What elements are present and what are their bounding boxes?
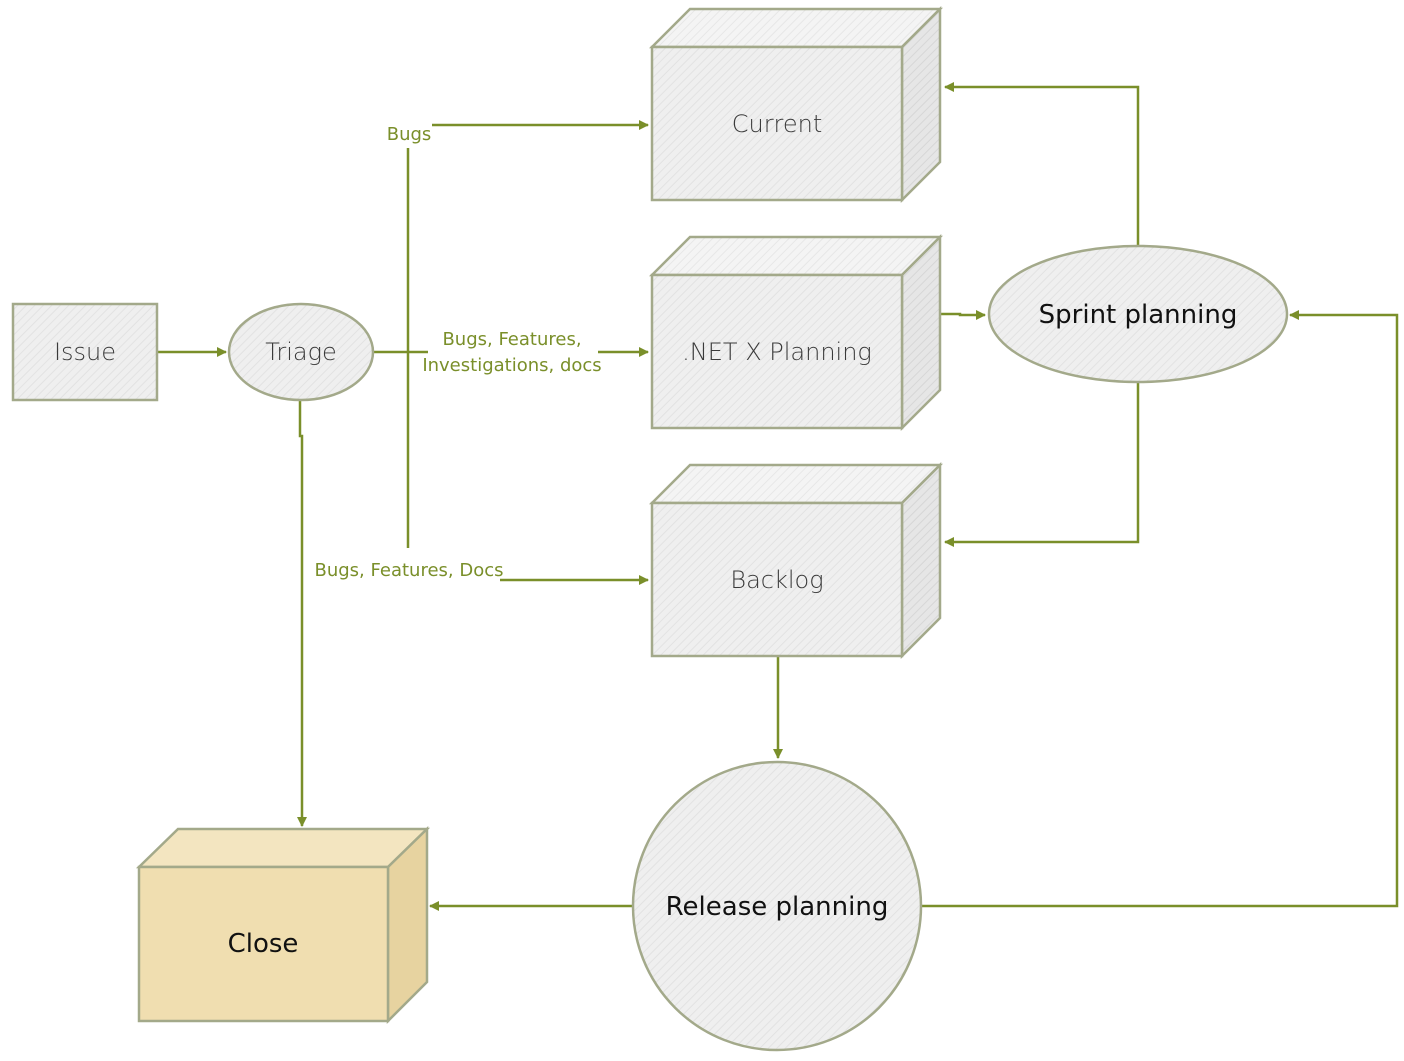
node-release-planning: Release planning: [631, 760, 923, 1052]
edge-sprint-current: [944, 82, 1140, 246]
node-net-planning: .NET X Planning: [648, 233, 944, 432]
edge-label-bugs-features-line2: Investigations, docs: [422, 355, 601, 376]
node-release-planning-label: Release planning: [666, 892, 889, 922]
edge-triage-close: [297, 401, 307, 827]
edge-sprint-backlog: [944, 383, 1140, 547]
node-issue-label: Issue: [54, 338, 116, 366]
edge-label-bugs-features-line1: Bugs, Features,: [442, 329, 581, 350]
node-issue: Issue: [11, 302, 159, 402]
node-close: Close: [135, 826, 431, 1025]
node-current-label: Current: [732, 110, 823, 138]
node-triage: Triage: [227, 302, 375, 402]
node-backlog: Backlog: [648, 461, 944, 660]
edge-net-sprint: [940, 310, 986, 320]
node-backlog-label: Backlog: [730, 566, 823, 594]
node-sprint-planning-label: Sprint planning: [1039, 300, 1238, 330]
edge-release-sprint: [921, 310, 1399, 908]
node-net-planning-label: .NET X Planning: [682, 338, 872, 366]
node-sprint-planning: Sprint planning: [987, 244, 1289, 384]
edge-label-bugs-features-docs: Bugs, Features, Docs: [315, 560, 504, 581]
edges: [158, 82, 1399, 911]
edge-label-bugs: Bugs: [387, 124, 432, 145]
node-triage-label: Triage: [265, 338, 337, 366]
node-close-label: Close: [228, 929, 299, 959]
node-current: Current: [648, 5, 944, 204]
